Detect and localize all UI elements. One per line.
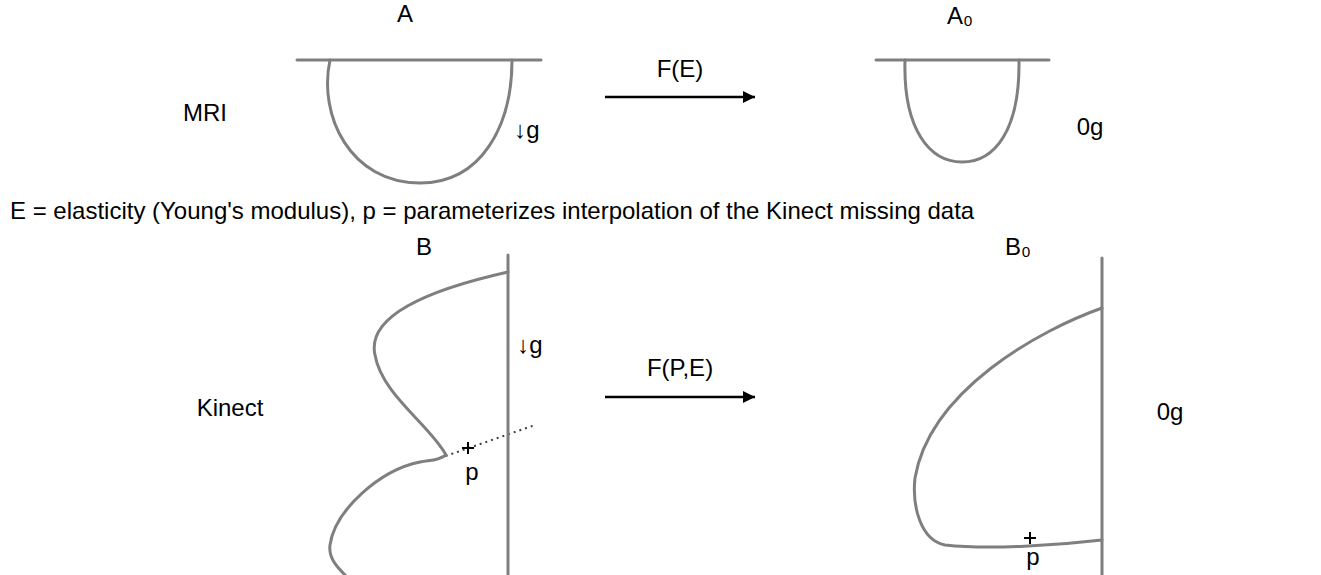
outline-group [876, 60, 1049, 162]
shape-node: B₀ [760, 232, 1140, 575]
point-marker [1024, 532, 1036, 544]
outline-stroke [297, 59, 541, 62]
modality-label: MRI [183, 100, 227, 126]
function-label: F(E) [654, 56, 707, 82]
shape-node: B [300, 232, 600, 575]
unloaded-kinect-shape [760, 232, 1140, 575]
outline-group [330, 255, 508, 575]
gravity-label: 0g [1157, 399, 1184, 425]
mri-breast-shape [290, 0, 600, 195]
outline-stroke [1101, 258, 1104, 575]
kinect-breast-shape [300, 232, 600, 575]
shape-title: A₀ [947, 3, 973, 29]
outline-stroke [876, 59, 1049, 62]
shape-title: B₀ [1005, 234, 1031, 260]
outline-stroke [328, 60, 512, 183]
function-label: F(P,E) [644, 355, 716, 381]
transform-arrow [605, 96, 755, 99]
gravity-label: ↓g [514, 117, 539, 143]
shape-node: A [290, 0, 600, 195]
unloaded-breast-shape [760, 0, 1080, 195]
outline-stroke [507, 255, 510, 575]
outline-stroke [330, 272, 508, 575]
legend-note: E = elasticity (Young's modulus), p = pa… [10, 198, 974, 224]
point-label: p [465, 459, 478, 485]
point-marker [462, 442, 474, 454]
outline-stroke [905, 60, 1019, 162]
transform-arrow [605, 396, 755, 399]
dotted-leader [440, 425, 535, 458]
outline-stroke [914, 308, 1102, 547]
modality-label: Kinect [197, 395, 264, 421]
outline-group [297, 60, 541, 183]
shape-node: A₀ [760, 0, 1080, 195]
gravity-label: 0g [1077, 114, 1104, 140]
gravity-label: ↓g [517, 332, 542, 358]
shape-title: A [397, 1, 413, 27]
shape-title: B [416, 234, 432, 260]
outline-group [914, 258, 1102, 575]
point-label: p [1026, 544, 1039, 570]
